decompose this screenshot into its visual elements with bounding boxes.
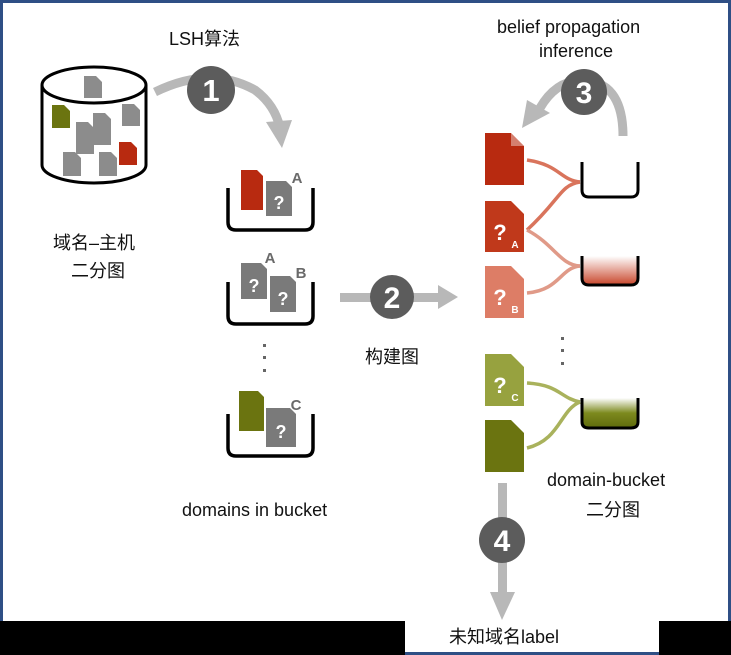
bottom-bar-right <box>659 621 731 655</box>
svg-text:A: A <box>511 240 518 251</box>
domain-nodes: ? A ? B ? C <box>485 133 524 472</box>
diagram-graphics: 1 ? A ? A ? B ? C 2 <box>40 65 640 620</box>
step-1-number: 1 <box>202 73 219 108</box>
arrow-step-4: 4 <box>479 483 525 620</box>
domain-bucket-label-2: 二分图 <box>586 500 640 520</box>
svg-text:?: ? <box>278 289 289 309</box>
database-cylinder-icon <box>40 65 148 185</box>
domains-in-bucket-label: domains in bucket <box>182 500 328 520</box>
bp-label-1: belief propagation <box>497 17 641 37</box>
svg-text:B: B <box>511 305 518 316</box>
step-1-circle <box>187 66 235 114</box>
bucket-nodes <box>580 162 640 430</box>
step-2-circle <box>370 275 414 319</box>
svg-text:?: ? <box>274 193 285 213</box>
svg-text:B: B <box>296 265 307 282</box>
svg-text:C: C <box>291 397 302 414</box>
arrow-step-2: 2 <box>340 275 458 319</box>
svg-text:A: A <box>265 250 276 267</box>
bottom-bar-left <box>0 621 405 655</box>
svg-text:?: ? <box>493 220 506 245</box>
olive-doc-icon <box>52 105 70 128</box>
bucket-3: ? C <box>226 391 315 458</box>
svg-text:?: ? <box>493 285 506 310</box>
lsh-label: LSH算法 <box>169 29 241 49</box>
red-doc-icon <box>119 142 137 165</box>
svg-text:?: ? <box>276 422 287 442</box>
host-bipartite-label-2: 二分图 <box>71 261 125 281</box>
bucket-2: ? A ? B <box>226 250 315 326</box>
build-graph-label: 构建图 <box>365 347 419 367</box>
svg-text:?: ? <box>493 373 506 398</box>
unknown-domain-label: 未知域名label <box>449 627 560 647</box>
svg-text:C: C <box>511 393 518 404</box>
host-bipartite-label-1: 域名–主机 <box>53 233 136 253</box>
diagram-canvas: 1 ? A ? A ? B ? C 2 <box>0 3 731 655</box>
arrow-step-3: 3 <box>522 69 628 137</box>
bp-label-2: inference <box>539 41 614 61</box>
svg-text:3: 3 <box>576 77 593 110</box>
domain-bucket-label-1: domain-bucket <box>547 470 666 490</box>
doc-icon <box>63 76 140 176</box>
svg-text:2: 2 <box>384 282 401 315</box>
step-3-circle <box>561 69 607 115</box>
graph-edges <box>525 158 581 450</box>
bucket-1: ? A <box>226 170 315 232</box>
svg-text:A: A <box>292 170 303 187</box>
step-4-circle <box>479 517 525 563</box>
ellipsis-dots-left <box>263 344 266 372</box>
svg-text:4: 4 <box>494 525 511 558</box>
ellipsis-dots-right <box>561 337 564 365</box>
arrow-step-1: 1 <box>153 66 292 148</box>
svg-text:?: ? <box>249 276 260 296</box>
